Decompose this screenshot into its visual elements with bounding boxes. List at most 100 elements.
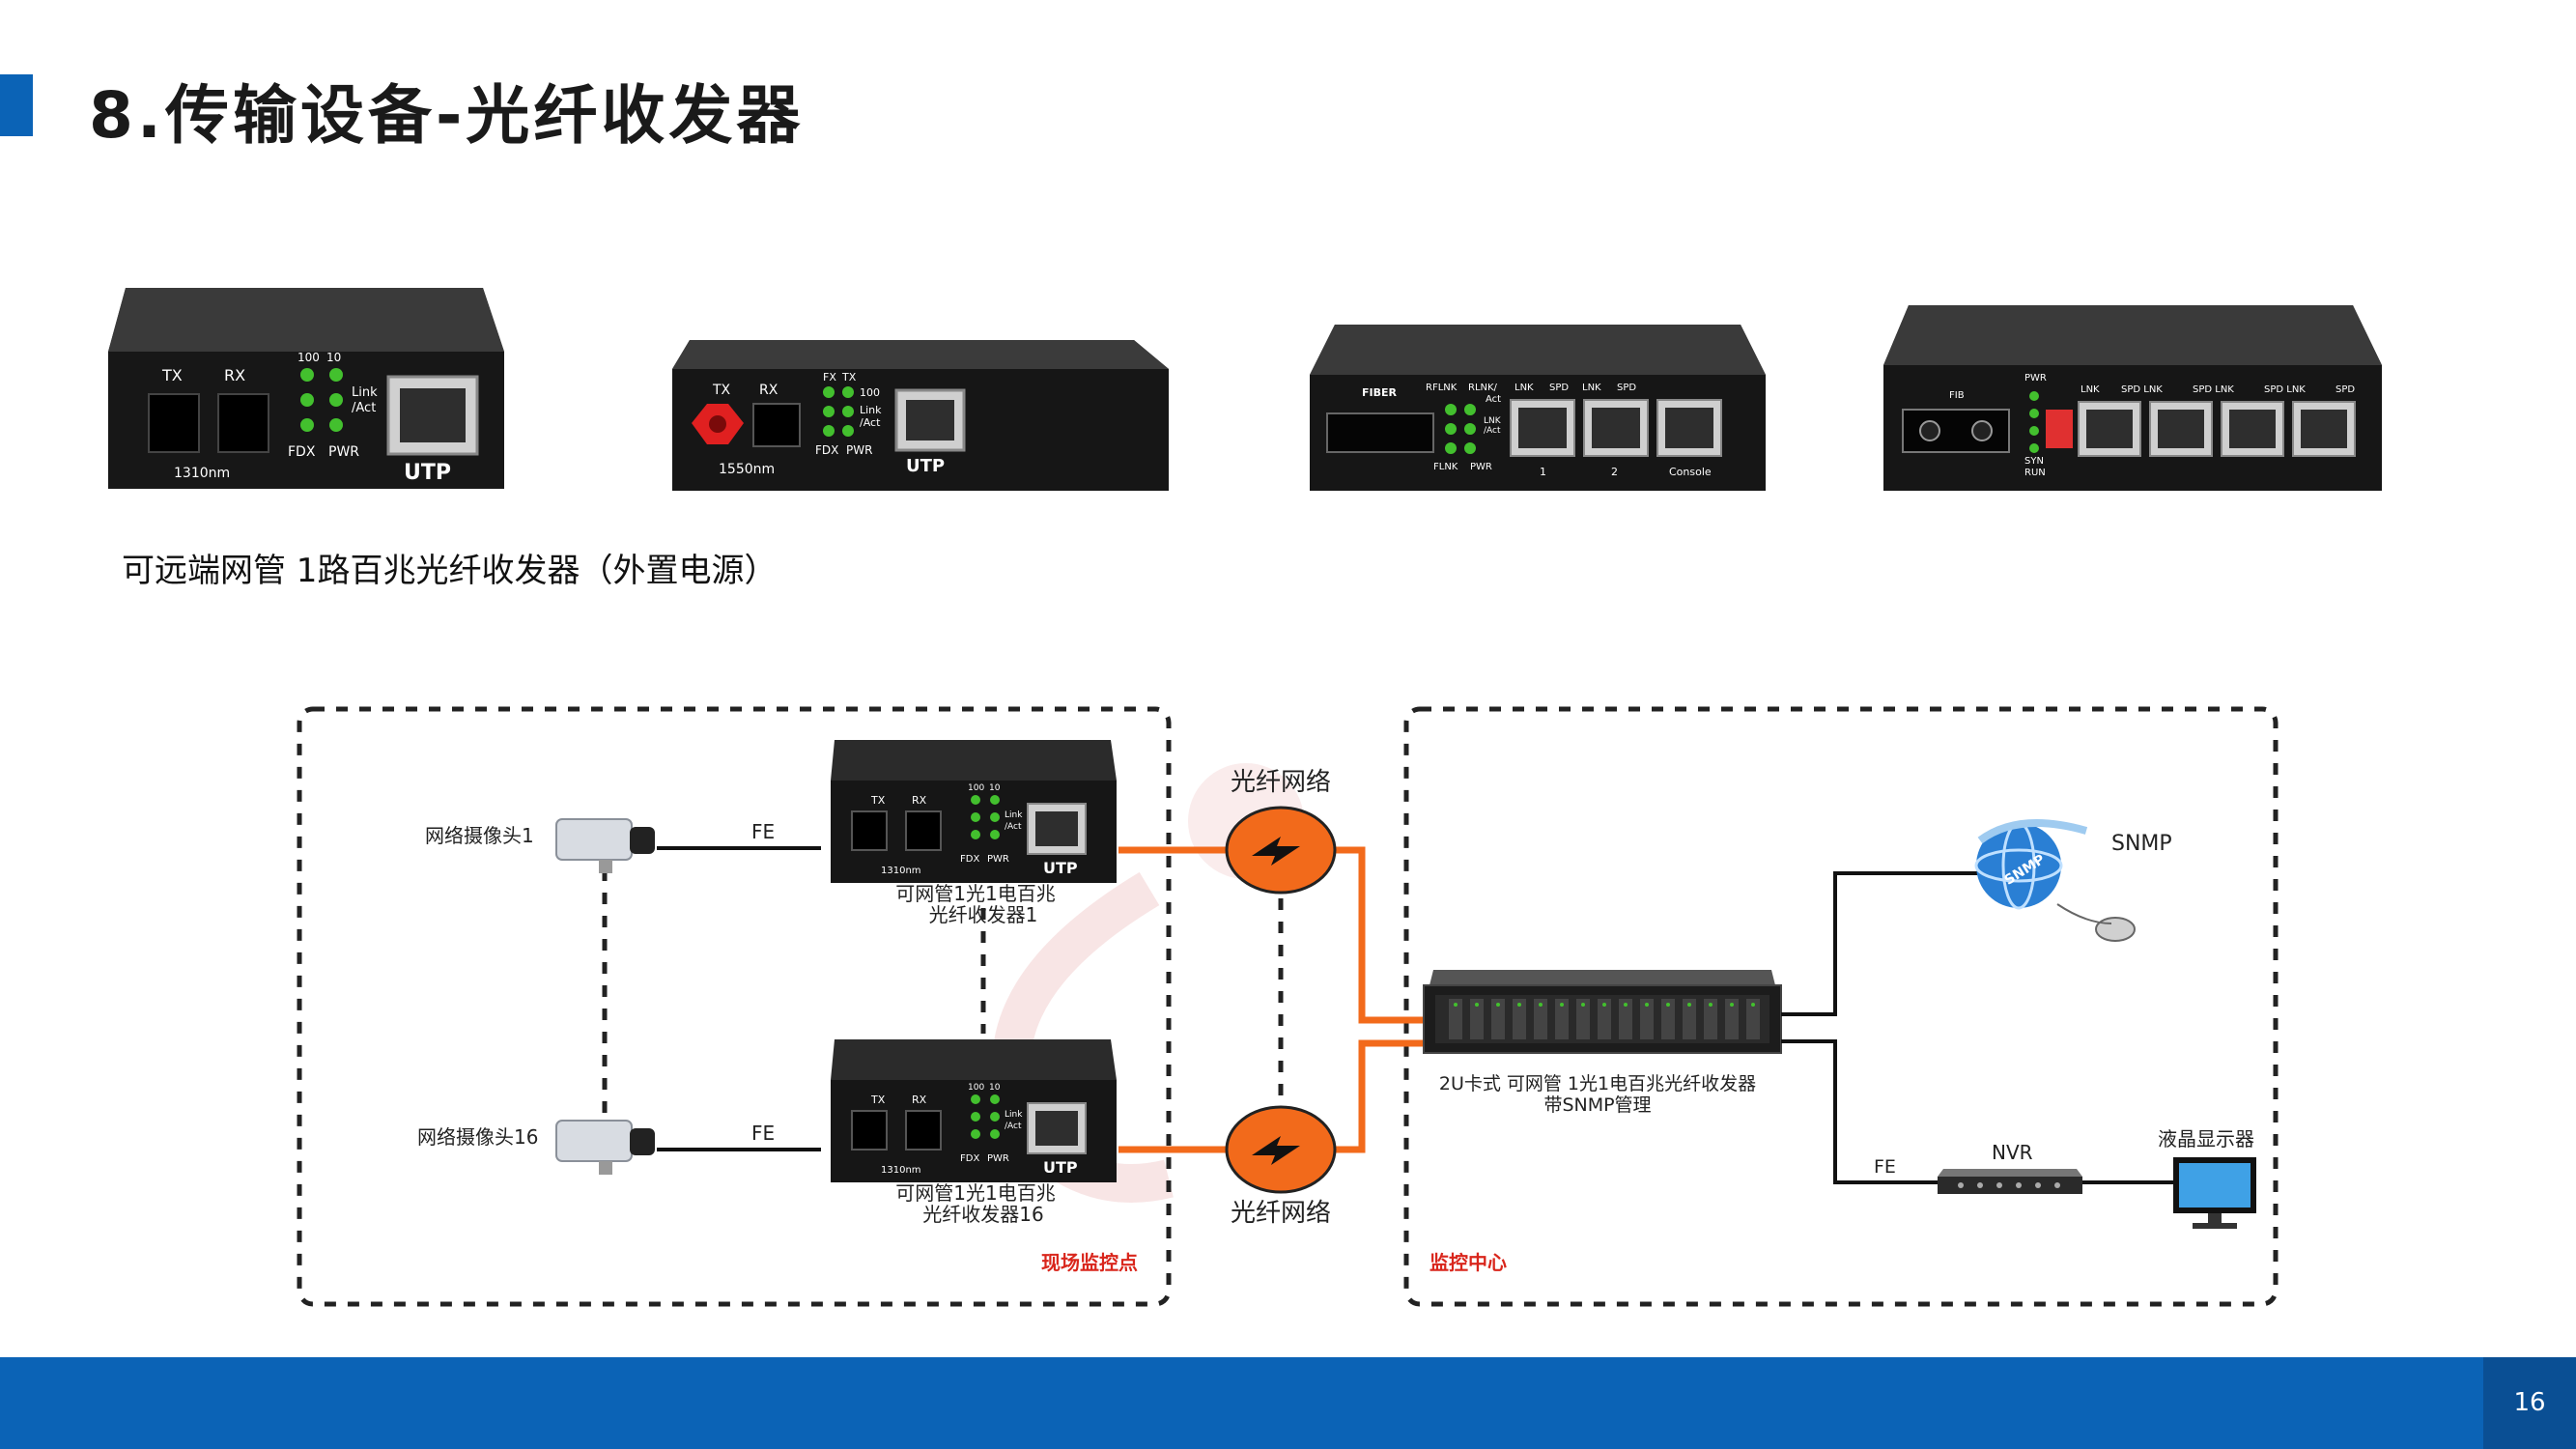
device-1-100: 100 bbox=[968, 783, 984, 793]
device-1-10: 10 bbox=[989, 783, 1001, 793]
rack-label-2: 带SNMP管理 bbox=[1543, 1094, 1651, 1116]
camera-1 bbox=[555, 818, 655, 873]
device-16-tx: TX bbox=[870, 1094, 886, 1106]
label-lnk: LNK bbox=[2081, 384, 2100, 395]
site-label: 现场监控点 bbox=[1041, 1251, 1138, 1274]
page-number: 16 bbox=[2513, 1388, 2546, 1417]
device-16-link: Link bbox=[1005, 1110, 1023, 1120]
label-tx: TX bbox=[161, 366, 183, 384]
product-photo-1: TX RX 100 10 Link /Act FDX PWR 1310nm UT… bbox=[108, 288, 504, 489]
label-link: Link bbox=[352, 385, 378, 400]
snmp-globe-icon bbox=[1974, 819, 2136, 942]
label-rflnk: RFLNK bbox=[1426, 383, 1458, 393]
label-fdx: FDX bbox=[288, 444, 316, 460]
label-spd-lnk-3: SPD LNK bbox=[2264, 384, 2306, 395]
label-flnk: FLNK bbox=[1433, 462, 1458, 472]
product-caption: 可远端网管 1路百兆光纤收发器（外置电源） bbox=[122, 552, 778, 590]
device-16-utp: UTP bbox=[1043, 1158, 1078, 1177]
snmp-label: SNMP bbox=[2111, 832, 2172, 856]
camera-1-label: 网络摄像头1 bbox=[425, 824, 534, 847]
label-lnk: LNK bbox=[1514, 383, 1534, 393]
label-spd: SPD bbox=[2335, 384, 2355, 395]
lcd-monitor-icon bbox=[2173, 1157, 2256, 1229]
label-lnk2: LNK bbox=[1582, 383, 1601, 393]
transceiver-1-label-2: 光纤收发器1 bbox=[929, 903, 1038, 926]
transceiver-16 bbox=[831, 1039, 1117, 1182]
label-utp: UTP bbox=[404, 461, 451, 485]
label-wavelength: 1310nm bbox=[174, 466, 230, 481]
label-100: 100 bbox=[297, 351, 320, 364]
label-act: Act bbox=[1486, 394, 1501, 405]
label-100: 100 bbox=[860, 386, 880, 399]
fiber-network-node-bottom bbox=[1225, 1105, 1337, 1194]
product-photo-4: FIB PWR SYN RUN LNK SPD LNK SPD LNK SPD … bbox=[1883, 305, 2382, 491]
label-pwr: PWR bbox=[1470, 462, 1492, 472]
footer-bar bbox=[0, 1357, 2576, 1449]
device-1-wave: 1310nm bbox=[881, 866, 921, 876]
fiber-network-top-label: 光纤网络 bbox=[1231, 768, 1331, 797]
device-16-pwr: PWR bbox=[987, 1153, 1009, 1164]
label-tx2: TX bbox=[841, 371, 857, 384]
label-rx: RX bbox=[224, 366, 245, 384]
device-16-fdx: FDX bbox=[960, 1153, 979, 1164]
device-16-10: 10 bbox=[989, 1083, 1001, 1093]
device-1-rx: RX bbox=[912, 794, 927, 807]
product-photo-2: TX RX FX TX 100 Link /Act FDX PWR 1550nm… bbox=[672, 340, 1169, 491]
label-pwr: PWR bbox=[328, 444, 359, 460]
label-pwr: PWR bbox=[2024, 373, 2047, 384]
center-label: 监控中心 bbox=[1430, 1251, 1507, 1274]
device-1-pwr: PWR bbox=[987, 854, 1009, 865]
device-1-fdx: FDX bbox=[960, 854, 979, 865]
label-10: 10 bbox=[326, 351, 341, 364]
label-spd: SPD bbox=[1549, 383, 1569, 393]
device-1-utp: UTP bbox=[1043, 859, 1078, 877]
label-utp: UTP bbox=[906, 456, 945, 476]
site-region bbox=[297, 706, 1172, 1307]
lcd-label: 液晶显示器 bbox=[2158, 1127, 2254, 1151]
device-1-tx: TX bbox=[870, 794, 886, 807]
label-fib: FIB bbox=[1949, 390, 1965, 401]
device-16-100: 100 bbox=[968, 1083, 984, 1093]
device-1-act: /Act bbox=[1005, 822, 1022, 832]
device-16-rx: RX bbox=[912, 1094, 927, 1106]
camera-16-label: 网络摄像头16 bbox=[417, 1125, 538, 1149]
label-lnk-act2: /Act bbox=[1484, 426, 1501, 436]
label-rlnk: RLNK/ bbox=[1468, 383, 1498, 393]
nvr-label: NVR bbox=[1992, 1141, 2033, 1164]
fiber-network-node-top bbox=[1225, 806, 1337, 895]
transceiver-16-label-1: 可网管1光1电百兆 bbox=[895, 1181, 1055, 1205]
product-photo-3: FIBER RFLNK RLNK/ Act LNK /Act FLNK PWR … bbox=[1310, 325, 1766, 491]
camera-16 bbox=[555, 1120, 655, 1175]
device-16-act: /Act bbox=[1005, 1122, 1022, 1131]
label-console: Console bbox=[1669, 466, 1712, 478]
nvr-device bbox=[1938, 1169, 2082, 1194]
label-run: RUN bbox=[2024, 468, 2046, 478]
label-act: /Act bbox=[352, 401, 376, 415]
label-lnk-act: LNK bbox=[1484, 416, 1502, 426]
rack-chassis bbox=[1423, 970, 1782, 1054]
fe-label-nvr: FE bbox=[1874, 1156, 1896, 1178]
page-number-box bbox=[2483, 1357, 2576, 1449]
label-port-1: 1 bbox=[1540, 466, 1546, 478]
label-port-2: 2 bbox=[1611, 466, 1618, 478]
label-act: /Act bbox=[860, 416, 881, 429]
device-1-link: Link bbox=[1005, 810, 1023, 820]
label-pwr: PWR bbox=[846, 443, 872, 457]
label-fdx: FDX bbox=[815, 443, 838, 457]
label-spd2: SPD bbox=[1617, 383, 1636, 393]
label-fiber: FIBER bbox=[1362, 386, 1398, 399]
device-16-wave: 1310nm bbox=[881, 1165, 921, 1176]
label-link: Link bbox=[860, 404, 882, 416]
label-fx: FX bbox=[823, 371, 836, 384]
label-syn: SYN bbox=[2024, 456, 2044, 467]
fe-label-1: FE bbox=[751, 820, 775, 843]
title-accent-bar bbox=[0, 74, 33, 136]
label-wavelength: 1550nm bbox=[719, 462, 775, 477]
label-rx: RX bbox=[759, 383, 778, 398]
page-title: 8.传输设备-光纤收发器 bbox=[89, 78, 805, 153]
center-region bbox=[1403, 706, 2279, 1307]
transceiver-16-label-2: 光纤收发器16 bbox=[922, 1203, 1043, 1226]
rack-label-1: 2U卡式 可网管 1光1电百兆光纤收发器 bbox=[1439, 1073, 1756, 1094]
transceiver-1 bbox=[831, 740, 1117, 883]
fe-label-16: FE bbox=[751, 1122, 775, 1145]
